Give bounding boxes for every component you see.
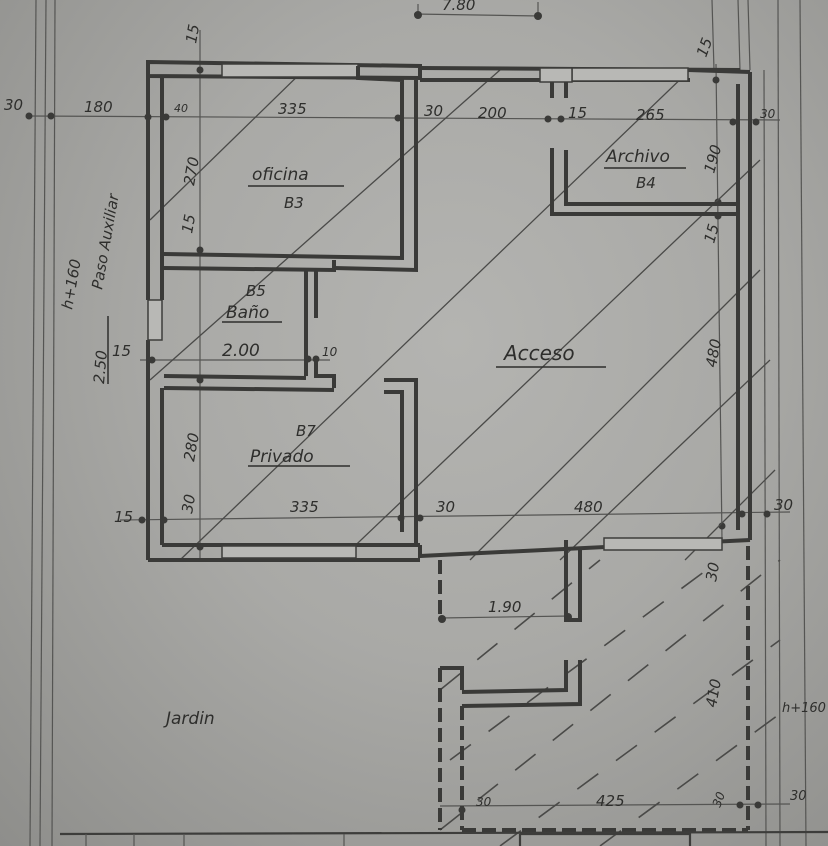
dim-bottom-5: 30 bbox=[774, 496, 793, 514]
dim-top-6: 15 bbox=[568, 104, 587, 122]
bottom-fence bbox=[59, 830, 828, 846]
dim-bottom-2: 335 bbox=[290, 498, 319, 516]
annex-dim-0: 30 bbox=[476, 795, 492, 809]
diagonal-hatching bbox=[149, 63, 776, 561]
oficina-side-tick: 15 bbox=[178, 213, 199, 235]
archivo-depth-dim: 190 bbox=[700, 143, 725, 175]
right-boundary-lines bbox=[711, 0, 807, 846]
annex-bottom-width: 425 bbox=[596, 792, 625, 810]
privado-code: B7 bbox=[296, 422, 316, 440]
bano-side-dim: 10 bbox=[322, 345, 338, 359]
annex-depth-label: 410 bbox=[702, 677, 725, 708]
acceso-depth-dim: 480 bbox=[702, 337, 725, 368]
bano-code: B5 bbox=[246, 282, 266, 300]
bano-width-dim: 2.00 bbox=[222, 341, 260, 361]
dim-bottom-1: 30 bbox=[178, 493, 199, 515]
acceso-name: Acceso bbox=[502, 341, 575, 365]
left-boundary-lines bbox=[29, 0, 56, 846]
wall-tick-top-right: 15 bbox=[693, 35, 716, 59]
top-dimension-label: 7.80 bbox=[442, 0, 475, 14]
privado-depth-dim: 280 bbox=[180, 431, 203, 462]
archivo-wall-tick: 15 bbox=[700, 222, 722, 245]
annex-width-label: 1.90 bbox=[488, 598, 521, 616]
windows bbox=[147, 63, 723, 559]
dim-top-1: 180 bbox=[84, 98, 113, 116]
privado-walls bbox=[384, 378, 418, 545]
dim-top-7: 265 bbox=[636, 106, 665, 124]
annex-dim-2: 30 bbox=[710, 790, 729, 809]
dim-top-3: 335 bbox=[278, 100, 307, 118]
wall-tick-top-left: 15 bbox=[182, 23, 203, 45]
annex-hatching bbox=[439, 559, 786, 846]
archivo-walls bbox=[550, 82, 738, 216]
oficina-depth-dim: 270 bbox=[180, 155, 203, 186]
dim-top-8: 30 bbox=[760, 107, 776, 121]
oficina-name: oficina bbox=[252, 165, 309, 185]
left-wall-width-label: 2.50 bbox=[90, 350, 111, 385]
archivo-name: Archivo bbox=[605, 147, 670, 167]
dim-bottom-4: 480 bbox=[574, 498, 603, 516]
dim-top-0: 30 bbox=[4, 96, 23, 114]
paso-auxiliar-label: Paso Auxiliar bbox=[88, 192, 123, 291]
left-wall-tick-1: 15 bbox=[112, 342, 131, 360]
dim-bottom-3: 30 bbox=[436, 498, 455, 516]
dim-top-5: 200 bbox=[478, 104, 507, 122]
archivo-code: B4 bbox=[636, 174, 656, 192]
privado-name: Privado bbox=[250, 447, 314, 467]
oficina-walls bbox=[163, 66, 418, 273]
jardin-label: Jardin bbox=[163, 709, 215, 729]
dim-top-2: 40 bbox=[174, 102, 188, 115]
bano-name: Baño bbox=[226, 303, 269, 323]
dim-bottom-0: 15 bbox=[114, 508, 133, 526]
dimension-lines bbox=[25, 2, 791, 814]
left-wall-height-label: h+160 bbox=[58, 258, 85, 311]
annex-walls bbox=[438, 540, 750, 846]
annex-top-wall-tick: 30 bbox=[702, 561, 723, 583]
right-wall-height-label: h+160 bbox=[782, 701, 826, 716]
oficina-code: B3 bbox=[284, 194, 304, 212]
dim-top-4: 30 bbox=[424, 102, 443, 120]
annex-dim-3: 30 bbox=[790, 789, 807, 804]
bano-walls bbox=[163, 270, 336, 392]
